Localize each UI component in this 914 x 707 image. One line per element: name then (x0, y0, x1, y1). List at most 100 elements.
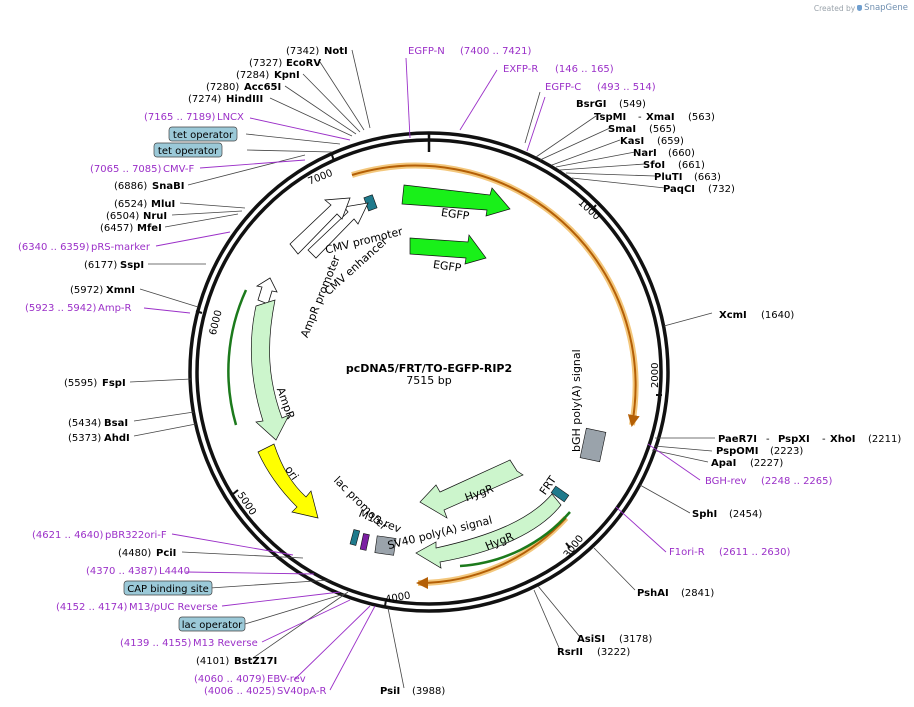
enzyme-pos-smai: (565) (649, 124, 676, 135)
primer-name-egfp-n: EGFP-N (408, 46, 445, 57)
enzyme-name-acc65i: Acc65I (244, 82, 281, 93)
tre-box (363, 194, 378, 212)
enzyme-pos-xmai: (563) (688, 112, 715, 123)
primer-name-f1ori-r: F1ori-R (669, 547, 705, 558)
enzyme-pos-snabi: (6886) (114, 181, 147, 192)
hygr-feature-arrow-2 (415, 493, 562, 569)
egfp-feature-arrow (401, 184, 511, 217)
enzyme-sep-pspxi: - (822, 434, 826, 445)
egfp-label-1: EGFP (440, 206, 470, 223)
enzyme-name-pcii: PciI (156, 548, 176, 559)
primer-range-lncx: (7165 .. 7189) (144, 112, 216, 123)
enzyme-pos-psii: (3988) (412, 686, 445, 697)
primer-name-cmv-f: CMV-F (163, 164, 194, 175)
enzyme-pos-paqci: (732) (708, 184, 735, 195)
bgh-label: bGH poly(A) signal (570, 349, 583, 452)
ampr-orf-arc (227, 289, 248, 426)
enzyme-pos-mlui: (6524) (114, 199, 147, 210)
primer-name-exfp-r: EXFP-R (503, 64, 538, 75)
enzyme-pos-kasi: (659) (657, 136, 684, 147)
enzyme-name-xhoi: XhoI (830, 434, 855, 445)
enzyme-name-sspi: SspI (120, 260, 144, 271)
tet-operator-label-1: tet operator (173, 130, 234, 141)
primer-name-pbr322ori-f: pBR322ori-F (105, 530, 167, 541)
hygr-orf-arc (459, 511, 571, 568)
enzyme-pos-pspomi: (2223) (770, 446, 803, 457)
enzyme-name-noti: NotI (324, 46, 348, 57)
frt-box (550, 485, 570, 503)
tet-operator-box-2 (153, 142, 223, 158)
enzyme-name-fspi: FspI (102, 378, 126, 389)
primer-range-cmv-f: (7065 .. 7085) (90, 164, 162, 175)
ampr-promoter-label: AmpR promoter (298, 253, 343, 339)
plasmid-length: 7515 bp (406, 374, 451, 387)
tet-operator-label-2: tet operator (158, 146, 219, 157)
enzyme-pos-apai: (2227) (750, 458, 783, 469)
enzyme-name-bsai: BsaI (104, 418, 128, 429)
primer-range-amp-r: (5923 .. 5942) (25, 303, 97, 314)
enzyme-name-ecorv: EcoRV (286, 58, 321, 69)
enzyme-pos-ahdi: (5373) (68, 433, 101, 444)
enzyme-name-nrui: NruI (143, 211, 167, 222)
primer-name-egfp-c: EGFP-C (545, 82, 581, 93)
tick-label-4000: 4000 (384, 590, 411, 605)
enzyme-name-asisi: AsiSI (577, 634, 605, 645)
lac-operator-label: lac operator (182, 620, 243, 631)
enzyme-pos-sphi: (2454) (729, 509, 762, 520)
enzyme-pos-xhoi: (2211) (868, 434, 901, 445)
enzyme-name-pspxi: PspXI (778, 434, 810, 445)
primer-range-egfp-c: (493 .. 514) (597, 82, 656, 93)
primer-range-l4440: (4370 .. 4387) (86, 566, 158, 577)
enzyme-name-xmai: XmaI (646, 112, 675, 123)
hygr-feature-arrow-1 (419, 459, 524, 519)
enzyme-labels-right: BsrGI (549) TspMI - XmaI (563) SmaI (565… (557, 99, 901, 658)
enzyme-name-snabi: SnaBI (152, 181, 184, 192)
primer-name-m13-puc: M13/pUC Reverse (129, 602, 218, 613)
enzyme-name-rsrii: RsrII (557, 647, 583, 658)
bgh-pa-box (579, 427, 607, 463)
enzyme-name-pshai: PshAI (637, 588, 669, 599)
primer-name-bgh-rev: BGH-rev (705, 476, 747, 487)
enzyme-pos-pshai: (2841) (681, 588, 714, 599)
enzyme-pos-nari: (660) (668, 148, 695, 159)
enzyme-name-psii: PsiI (380, 686, 400, 697)
enzyme-pos-noti: (7342) (286, 46, 319, 57)
ampr-feature-arrow (250, 299, 290, 441)
enzyme-sep-paer7i: - (766, 434, 770, 445)
enzyme-name-mlui: MluI (151, 199, 175, 210)
tick-label-2000: 2000 (650, 363, 661, 388)
enzyme-pos-mfei: (6457) (100, 223, 133, 234)
enzyme-sep-tspmi: - (638, 112, 642, 123)
enzyme-name-pspomi: PspOMI (716, 446, 758, 457)
primer-range-f1ori-r: (2611 .. 2630) (719, 547, 791, 558)
plasmid-name: pcDNA5/FRT/TO-EGFP-RIP2 (346, 362, 512, 375)
primer-name-lncx: LNCX (217, 112, 244, 123)
enzyme-pos-xcmi: (1640) (761, 310, 794, 321)
enzyme-name-paer7i: PaeR7I (718, 434, 757, 445)
enzyme-pos-xmni: (5972) (70, 285, 103, 296)
enzyme-name-mfei: MfeI (137, 223, 162, 234)
enzyme-labels-left: (7342) NotI (7327) EcoRV (7284) KpnI (72… (64, 46, 445, 697)
enzyme-name-tspmi: TspMI (594, 112, 626, 123)
tick-label-6000: 6000 (208, 309, 225, 336)
enzyme-name-apai: ApaI (711, 458, 736, 469)
primer-name-prs-marker: pRS-marker (91, 242, 151, 253)
watermark-prefix: Created by (813, 3, 856, 13)
enzyme-name-bstz17i: BstZ17I (234, 656, 277, 667)
primer-range-sv40pa-r: (4006 .. 4025) (204, 686, 276, 697)
lac-operator-label-box (178, 616, 246, 632)
primer-range-ebv-rev: (4060 .. 4079) (194, 674, 266, 685)
egfp-feature-arrow-2 (409, 234, 487, 265)
enzyme-name-paqci: PaqCI (663, 184, 695, 195)
cmv-promoter-arrow (307, 202, 369, 259)
enzyme-pos-asisi: (3178) (619, 634, 652, 645)
enzyme-pos-bsrgi: (549) (619, 99, 646, 110)
leader-lines (129, 49, 715, 689)
primer-name-ebv-rev: EBV-rev (267, 674, 306, 685)
enzyme-name-nari: NarI (633, 148, 657, 159)
ori-feature-arrow (257, 443, 319, 519)
enzyme-pos-ecorv: (7327) (249, 58, 282, 69)
primer-name-sv40pa-r: SV40pA-R (277, 686, 326, 697)
primer-name-m13-reverse: M13 Reverse (193, 638, 258, 649)
enzyme-pos-bstz17i: (4101) (196, 656, 229, 667)
